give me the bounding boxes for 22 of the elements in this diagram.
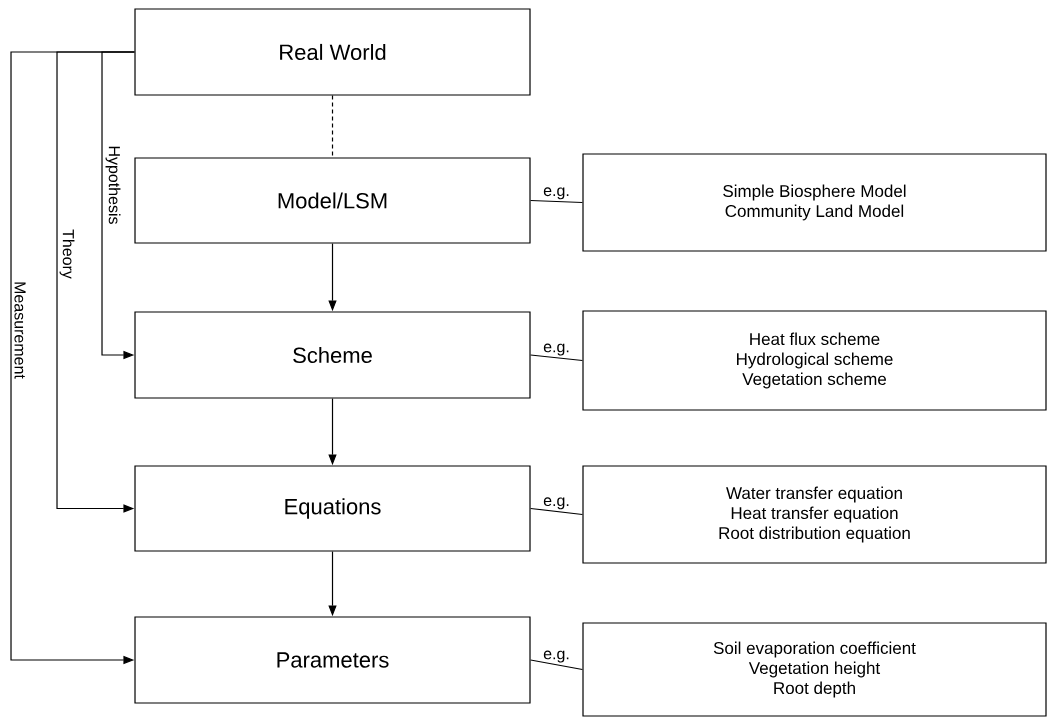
edge-label: Theory — [59, 229, 75, 279]
example-box: Water transfer equation Heat transfer equation Root distribution equation — [582, 465, 1047, 564]
edge-label: e.g. — [543, 497, 569, 510]
edge-label: Hypothesis — [105, 146, 121, 224]
example-box: Simple Biosphere Model Community Land Model — [582, 153, 1047, 252]
connector-line — [530, 659, 583, 671]
edge-label: e.g. — [543, 650, 569, 663]
edge-label: e.g. — [543, 187, 569, 200]
connector-line — [530, 199, 583, 204]
edge-label: Measurement — [14, 282, 26, 379]
process-box: Model/LSM — [134, 157, 531, 244]
example-box: Heat flux scheme Hydrological scheme Vegetation scheme — [582, 310, 1047, 411]
arrow — [56, 51, 135, 513]
process-box: Real World — [134, 8, 531, 96]
process-box: Equations — [134, 465, 531, 552]
process-box: Parameters — [134, 616, 531, 704]
example-box: Soil evaporation coefficient Vegetation height Root depth — [582, 622, 1047, 717]
edge-label: e.g. — [543, 343, 569, 356]
connector-line — [530, 354, 583, 362]
connector-line — [331, 95, 334, 158]
connector-line — [530, 507, 583, 516]
process-box: Scheme — [134, 311, 531, 399]
